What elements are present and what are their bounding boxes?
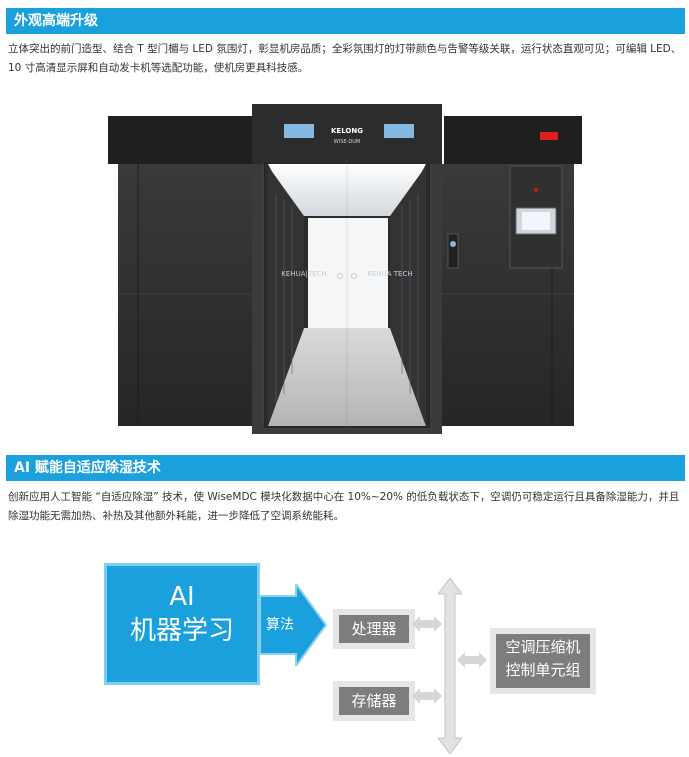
processor-box: 处理器 <box>333 609 415 649</box>
section-title-ai-dehumidify: AI 赋能自适应除湿技术 <box>6 455 685 481</box>
section-title-appearance: 外观高端升级 <box>6 8 685 34</box>
ai-box-line2: 机器学习 <box>129 616 234 646</box>
door-text-right: KEHUA TECH <box>367 270 412 278</box>
processor-bus-arrow <box>412 616 442 632</box>
door-text-left: KEHUA|TECH <box>281 270 326 278</box>
ai-box-line1: AI <box>169 582 195 612</box>
algorithm-arrow <box>260 584 328 666</box>
controller-line1: 空调压缩机 <box>505 638 581 656</box>
algorithm-label: 算法 <box>266 617 294 633</box>
data-bus-vertical-arrow <box>438 578 462 754</box>
brand-logo-subtext: WISE-DUM <box>334 139 360 145</box>
storage-box: 存储器 <box>333 681 415 721</box>
ai-machine-learning-box: AI 机器学习 <box>104 563 260 685</box>
alarm-light <box>540 132 558 140</box>
modular-data-center-image: KELONG WISE-DUM KEHUA|TECH KEHUA TECH <box>108 104 582 434</box>
section-body-ai-dehumidify: 创新应用人工智能 “自适应除湿” 技术，使 WiseMDC 模块化数据中心在 1… <box>8 491 680 522</box>
storage-bus-arrow <box>412 688 442 704</box>
controller-bus-arrow <box>457 652 487 668</box>
ac-compressor-control-unit-box: 空调压缩机 控制单元组 <box>490 628 596 694</box>
controller-line2: 控制单元组 <box>505 661 581 679</box>
brand-logo-text: KELONG <box>331 127 363 135</box>
section-body-appearance: 立体突出的前门造型、结合 T 型门楣与 LED 氛围灯，彰显机房品质；全彩氛围灯… <box>8 43 682 74</box>
